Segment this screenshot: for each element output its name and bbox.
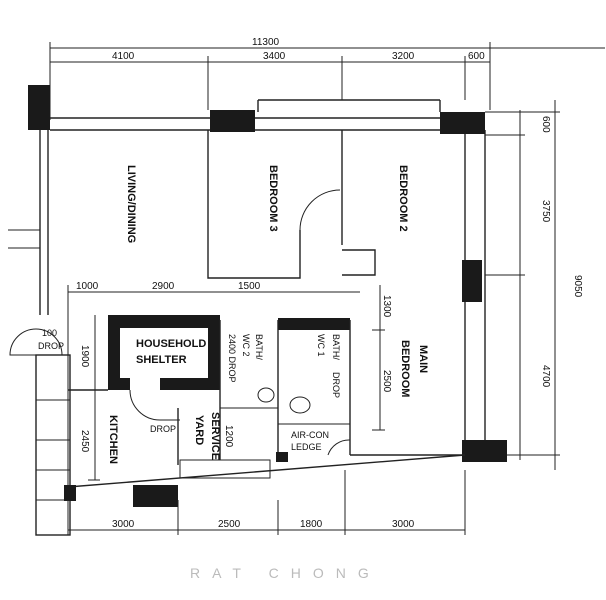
dim-bottom-1: 3000 [112, 519, 135, 530]
dim-shelter-height: 1900 [79, 345, 90, 368]
dim-right-3: 4700 [540, 365, 551, 388]
label-bath-2: BATH/ [254, 334, 264, 360]
label-ledge: LEDGE [291, 442, 322, 452]
dim-bottom-4: 3000 [392, 519, 415, 530]
label-bath-1-drop: DROP [331, 372, 341, 398]
dim-mid-3: 1500 [238, 281, 261, 292]
room-labels: LIVING/DINING BEDROOM 3 BEDROOM 2 MAIN B… [38, 165, 429, 464]
dim-top-1: 4100 [112, 51, 135, 62]
label-household: HOUSEHOLD [136, 338, 206, 350]
dim-yard: 1200 [223, 425, 234, 448]
label-main-bedroom-1: MAIN [417, 345, 429, 373]
label-bath-1: BATH/ [331, 334, 341, 360]
dim-total-width: 11300 [252, 37, 280, 48]
dim-right-1: 600 [540, 116, 551, 133]
label-wc-2: WC 2 [241, 334, 251, 357]
dim-main-bed-lower: 2500 [381, 370, 392, 393]
label-porch-100: 100 [42, 328, 57, 338]
bottom-dimensions: 3000 2500 1800 3000 [67, 470, 466, 535]
label-aircon: AIR-CON [291, 430, 329, 440]
dim-right-2: 3750 [540, 200, 551, 223]
label-bath-2-drop: 2400 DROP [227, 334, 237, 383]
label-porch-drop: DROP [38, 341, 64, 351]
label-bedroom-2: BEDROOM 2 [397, 165, 409, 232]
label-service: SERVICE [209, 412, 221, 460]
dim-bottom-2: 2500 [218, 519, 241, 530]
dim-top-2: 3400 [263, 51, 286, 62]
label-shelter: SHELTER [136, 354, 187, 366]
dim-main-bed-upper: 1300 [381, 295, 392, 318]
dim-kitchen-height: 2450 [79, 430, 90, 453]
dim-right-total: 9050 [572, 275, 583, 298]
label-kitchen: KITCHEN [107, 415, 119, 464]
label-living-dining: LIVING/DINING [125, 165, 137, 243]
dim-mid-1: 1000 [76, 281, 99, 292]
mid-dimensions: 1000 2900 1500 1900 2450 1300 2500 1200 [76, 281, 392, 453]
dim-mid-2: 2900 [152, 281, 175, 292]
dim-top-3: 3200 [392, 51, 415, 62]
label-kitchen-drop: DROP [150, 424, 176, 434]
label-main-bedroom-2: BEDROOM [399, 340, 411, 397]
label-yard: YARD [193, 415, 205, 445]
watermark: RAT CHONG [190, 565, 381, 581]
top-dimensions: 11300 4100 3400 3200 600 [49, 37, 605, 120]
label-wc-1: WC 1 [316, 334, 326, 357]
label-bedroom-3: BEDROOM 3 [267, 165, 279, 232]
walls [8, 85, 507, 536]
right-dimensions: 600 3750 4700 9050 [485, 100, 583, 470]
dim-bottom-3: 1800 [300, 519, 323, 530]
dim-top-4: 600 [468, 51, 485, 62]
